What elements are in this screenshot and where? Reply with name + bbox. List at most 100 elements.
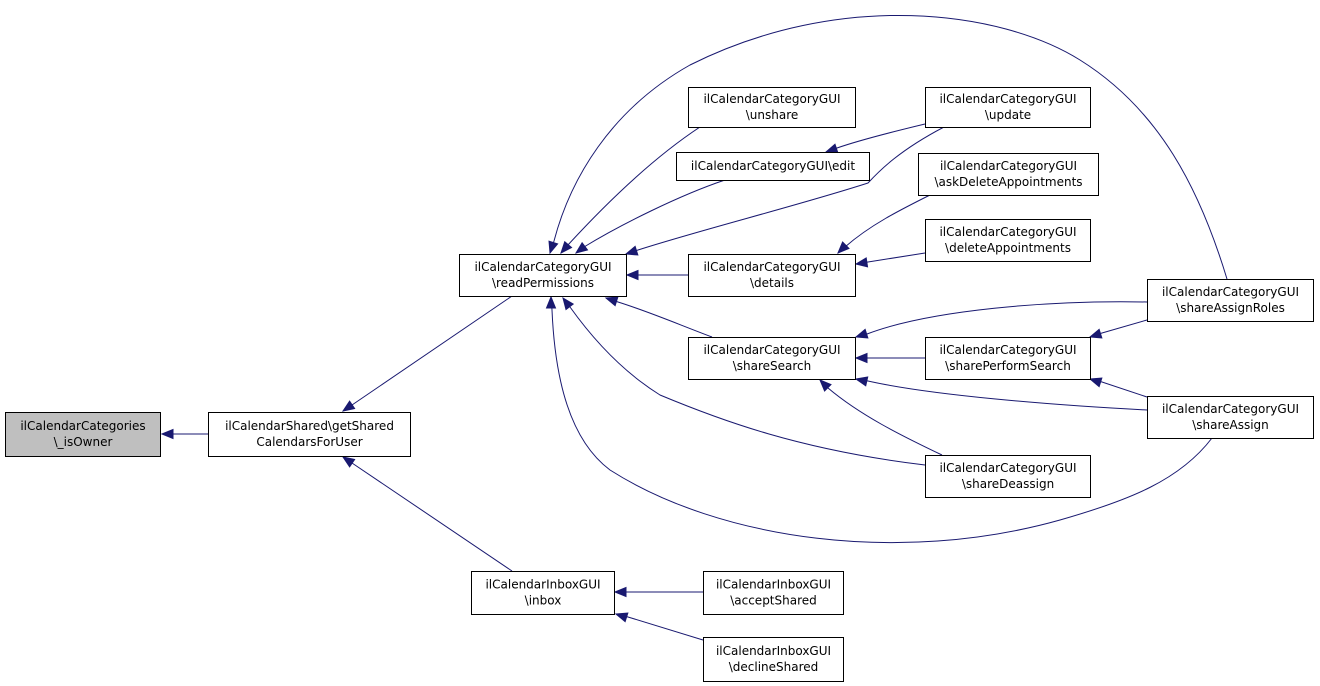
node-shareDeassign[interactable]: ilCalendarCategoryGUI\shareDeassign [925,455,1091,498]
edge-acceptShared-to-inbox [613,586,703,598]
node-box [1147,396,1314,439]
edge-edit-to-readPermissions [574,179,726,254]
edge-line [342,456,513,572]
edge-inbox-to-getShared [341,456,513,572]
node-label-line: \details [750,276,794,290]
node-box [925,87,1091,128]
node-label-line: \inbox [525,594,562,608]
node-label-line: \declineShared [729,660,819,674]
node-label-line: ilCalendarCategoryGUI\edit [691,159,855,173]
node-getShared[interactable]: ilCalendarShared\getSharedCalendarsForUs… [208,412,411,457]
arrowhead [854,257,869,268]
edge-update-to-edit [824,123,926,154]
edge-declineShared-to-inbox [614,612,704,641]
node-label-line: ilCalendarCategoryGUI [1162,285,1299,299]
node-update[interactable]: ilCalendarCategoryGUI\update [925,87,1091,128]
edge-line [615,613,704,641]
node-deleteAppts[interactable]: ilCalendarCategoryGUI \deleteAppointments [925,219,1091,262]
edge-line [550,296,1213,544]
node-label-line: \acceptShared [730,594,817,608]
node-label-line: \sharePerformSearch [945,359,1071,373]
node-box [688,87,856,128]
arrowhead [824,143,839,154]
arrowhead [837,241,850,254]
arrowhead [625,269,639,281]
arrowhead [341,400,356,412]
edge-unshare-to-readPermissions [560,126,701,255]
edges-layer [160,14,1228,641]
edge-shareAssignRoles-to-sharePerform [1088,319,1148,339]
arrowhead [819,379,832,392]
node-label-line: ilCalendarCategoryGUI [1162,402,1299,416]
edge-line [342,295,513,412]
node-box [925,455,1091,498]
edge-shareAssignRoles-to-shareSearch [854,301,1148,339]
node-shareAssign[interactable]: ilCalendarCategoryGUI \shareAssign [1147,396,1314,439]
edge-line [562,297,926,466]
node-label-line: \_isOwner [54,435,113,449]
node-declineShared[interactable]: ilCalendarInboxGUI\declineShared [703,637,844,682]
edge-shareAssign-to-shareSearch [854,376,1148,411]
node-box [703,571,844,615]
edge-askDelete-to-details [837,194,931,254]
node-label-line: ilCalendarCategoryGUI [474,260,611,274]
arrowhead [560,240,573,255]
node-box [703,637,844,682]
edge-update-to-readPermissions [624,126,945,256]
node-inbox[interactable]: ilCalendarInboxGUI\inbox [471,571,615,615]
node-box [676,152,870,181]
node-askDelete[interactable]: ilCalendarCategoryGUI \askDeleteAppointme… [918,153,1099,196]
node-box [5,412,161,457]
node-acceptShared[interactable]: ilCalendarInboxGUI \acceptShared [703,571,844,615]
node-unshare[interactable]: ilCalendarCategoryGUI\unshare [688,87,856,128]
edge-shareAssignRoles-to-readPermissions [548,14,1228,280]
node-box [688,337,856,380]
node-label-line: \shareDeassign [962,477,1054,491]
edge-line [625,126,945,255]
node-label-line: \update [985,108,1031,122]
node-label-line: ilCalendarCategoryGUI [940,159,1077,173]
node-label-line: \deleteAppointments [945,241,1071,255]
arrowhead [624,245,639,256]
node-edit[interactable]: ilCalendarCategoryGUI\edit [676,152,870,181]
node-label-line: ilCalendarInboxGUI [716,578,831,592]
edge-shareAssign-to-readPermissions [545,295,1213,544]
edge-line [825,123,926,153]
arrowhead [574,241,589,254]
node-box [459,254,627,297]
edge-line [855,378,1148,411]
node-label-line: ilCalendarShared\getShared [225,419,394,433]
node-readPermissions[interactable]: ilCalendarCategoryGUI\readPermissions [459,254,627,297]
arrowhead [160,428,174,440]
node-box [925,337,1091,380]
node-box [471,571,615,615]
node-details[interactable]: ilCalendarCategoryGUI\details [688,254,856,297]
node-label-line: \shareAssign [1192,418,1269,432]
node-sharePerform[interactable]: ilCalendarCategoryGUI \sharePerformSearch [925,337,1091,380]
node-label-line: ilCalendarCategories [20,419,145,433]
edge-sharePerform-to-shareSearch [854,352,925,364]
arrowhead [562,296,575,311]
node-shareAssignRoles[interactable]: ilCalendarCategoryGUI\shareAssignRoles [1147,279,1314,322]
edge-line [837,194,931,254]
arrowhead [614,612,629,623]
node-box [688,254,856,297]
edge-line [819,379,943,456]
node-label-line: ilCalendarCategoryGUI [939,225,1076,239]
edge-shareDeassign-to-readPermissions [562,296,926,466]
arrowhead [548,240,559,255]
node-box [1147,279,1314,322]
edge-line [605,297,713,338]
node-label-line: ilCalendarCategoryGUI [703,92,840,106]
node-label-line: \askDeleteAppointments [934,175,1082,189]
arrowhead [1088,377,1103,388]
node-isOwner[interactable]: ilCalendarCategories \_isOwner [5,412,161,457]
node-label-line: ilCalendarCategoryGUI [939,343,1076,357]
arrowhead [545,295,557,309]
edge-readPermissions-to-getShared [341,295,513,412]
arrowhead [1088,328,1103,339]
edge-deleteAppts-to-details [854,252,926,268]
node-shareSearch[interactable]: ilCalendarCategoryGUI\shareSearch [688,337,856,380]
edge-getShared-to-isOwner [160,428,208,440]
